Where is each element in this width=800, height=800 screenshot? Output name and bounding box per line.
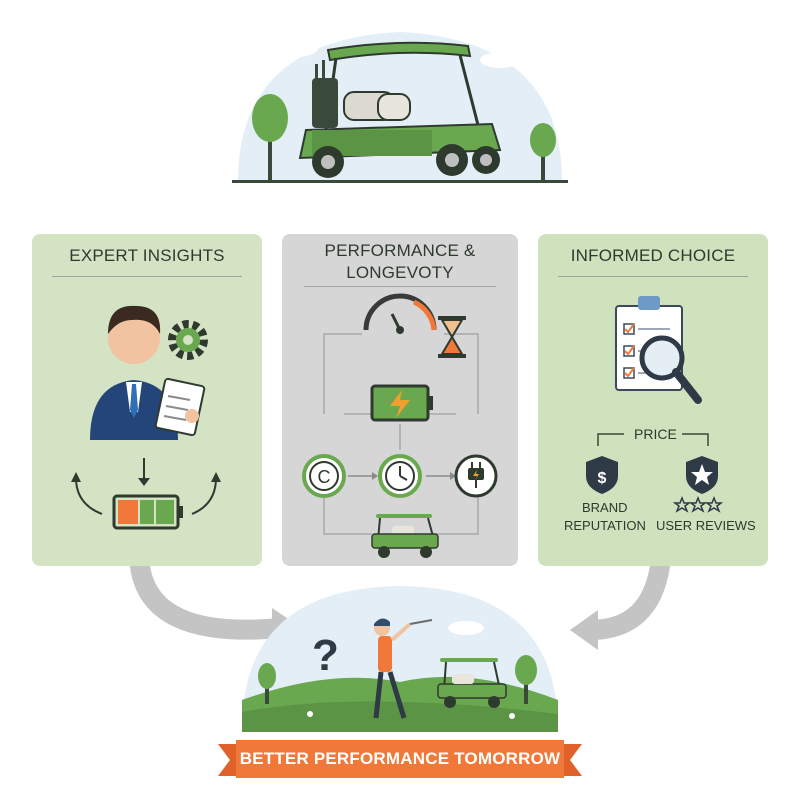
divider	[304, 286, 496, 287]
tree-icon	[252, 94, 288, 180]
svg-text:C: C	[318, 467, 331, 487]
expert-illustration	[71, 305, 221, 530]
top-cart-scene	[232, 32, 568, 183]
user-reviews-label: USER REVIEWS	[656, 518, 756, 533]
hourglass-icon	[438, 316, 466, 358]
panel-title: EXPERT INSIGHTS	[69, 246, 225, 265]
question-mark: ?	[312, 631, 339, 680]
flow-arrow-right	[570, 556, 670, 650]
dollar-shield-icon: $	[586, 456, 618, 494]
battery-icon	[112, 494, 183, 530]
svg-text:$: $	[598, 470, 607, 487]
c-coin-icon: C	[302, 454, 346, 498]
rating-stars-icon	[672, 495, 724, 513]
reputation-label: REPUTATION	[564, 518, 646, 533]
panel-title: PERFORMANCE & LONGEVOTY	[282, 240, 518, 284]
battery-charging-icon	[370, 384, 433, 422]
golf-scene	[242, 586, 558, 732]
divider	[52, 276, 242, 277]
brand-label: BRAND	[582, 500, 628, 515]
gear-icon	[168, 320, 208, 360]
banner-text: BETTER PERFORMANCE TOMORROW	[239, 749, 561, 768]
charging-plug-icon	[454, 454, 498, 498]
performance-longevity-panel: PERFORMANCE & LONGEVOTY	[282, 234, 518, 566]
golf-cart-icon	[371, 514, 439, 558]
speedometer-icon	[363, 293, 437, 334]
bottom-banner: BETTER PERFORMANCE TOMORROW	[228, 740, 572, 778]
panel-title-line2: LONGEVOTY	[346, 263, 454, 282]
cycle-arrows-icon	[71, 458, 221, 515]
panel-title-line1: PERFORMANCE &	[324, 241, 476, 260]
clipboard-icon	[154, 377, 206, 437]
divider	[558, 276, 748, 277]
tree-icon	[258, 663, 276, 704]
stopwatch-icon	[378, 454, 422, 498]
magnifier-icon	[639, 335, 702, 404]
banner-ribbon	[218, 740, 582, 778]
golf-cart-icon	[437, 658, 507, 708]
golfer-icon	[373, 618, 433, 719]
panel-title: INFORMED CHOICE	[570, 246, 736, 265]
golf-cart-icon	[298, 41, 502, 178]
tree-icon	[515, 655, 537, 704]
performance-illustration: C	[302, 293, 498, 558]
informed-choice-illustration: $	[586, 296, 724, 513]
informed-choice-panel: INFORMED CHOICE $	[538, 234, 768, 566]
star-shield-icon	[686, 456, 718, 494]
expert-insights-panel: EXPERT INSIGHTS	[32, 234, 262, 566]
connector-lines	[323, 333, 479, 535]
tree-icon	[530, 123, 556, 180]
connector-lines	[597, 433, 709, 446]
price-label: PRICE	[634, 426, 677, 442]
